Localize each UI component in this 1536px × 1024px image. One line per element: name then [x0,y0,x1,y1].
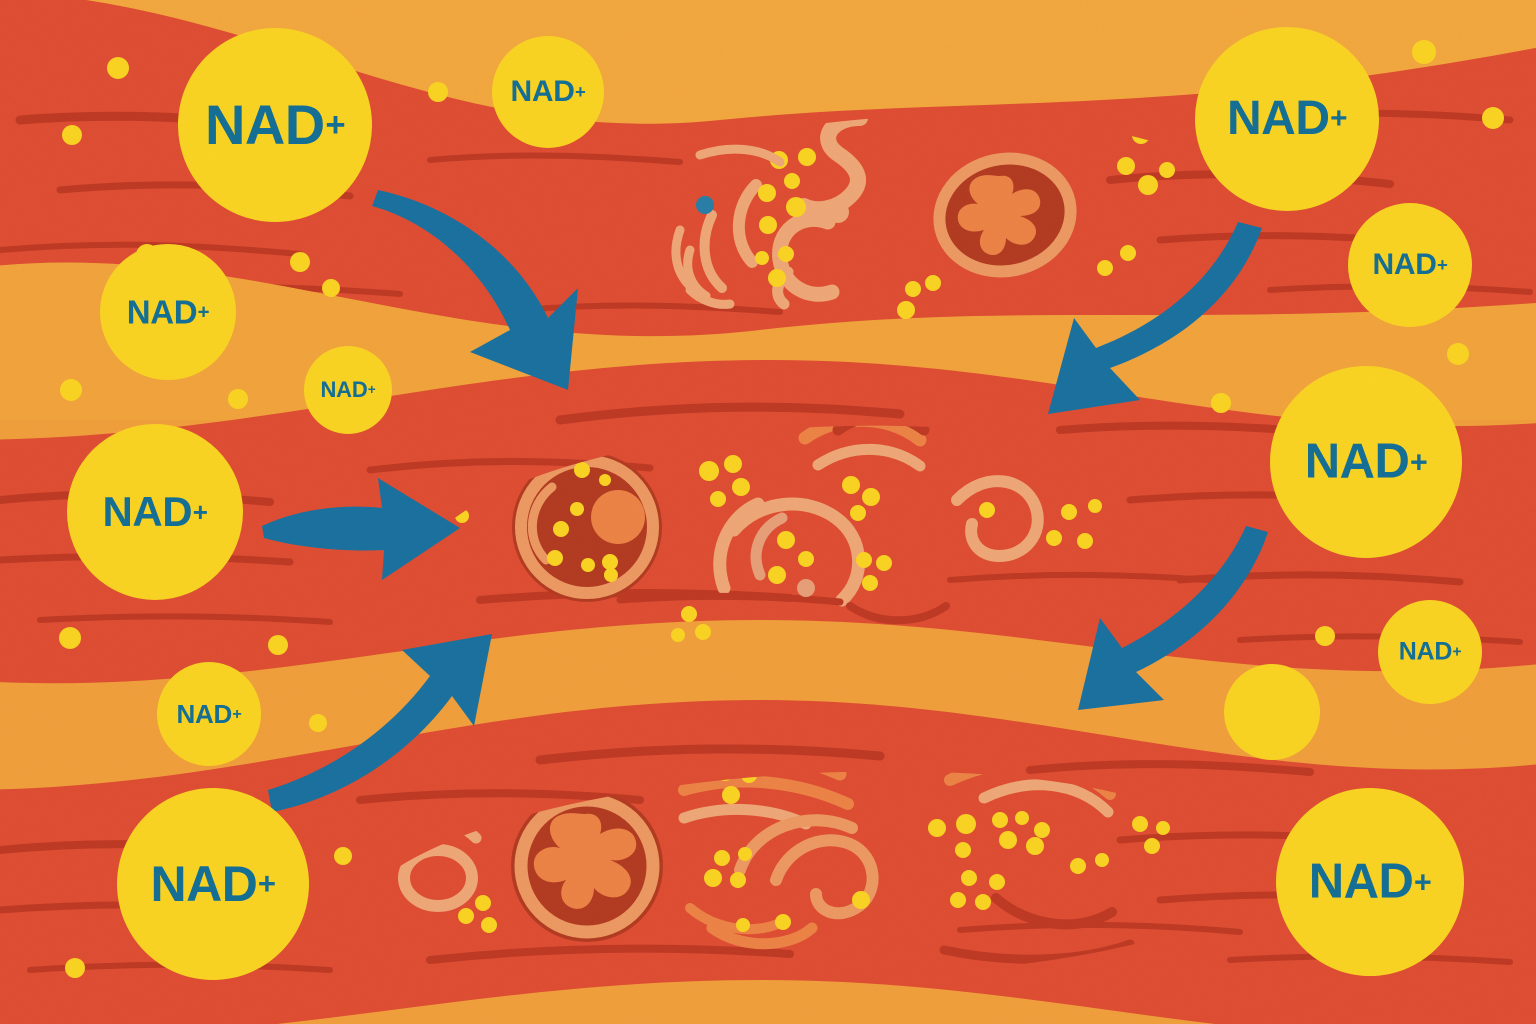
nad-right-lower-small [1378,600,1482,704]
nucleolus [591,490,645,544]
nad-right-mid-large [1270,366,1462,558]
nad-bottom-left-large [117,788,309,980]
nad-right-upper-small [1348,203,1472,327]
nad-top-right-large [1195,27,1379,211]
nad-left-tiny [304,346,392,434]
nad-left-lower-small [157,662,261,766]
nad-left-mid-large [67,424,243,600]
nad-top-center-small [492,36,604,148]
blue-speck [696,196,714,214]
vesicle-dot [827,201,849,223]
nad-left-upper-mid [100,244,236,380]
nad-top-left-large [178,28,372,222]
nad-bottom-right-large [1276,788,1464,976]
nad-blank-right [1224,664,1320,760]
